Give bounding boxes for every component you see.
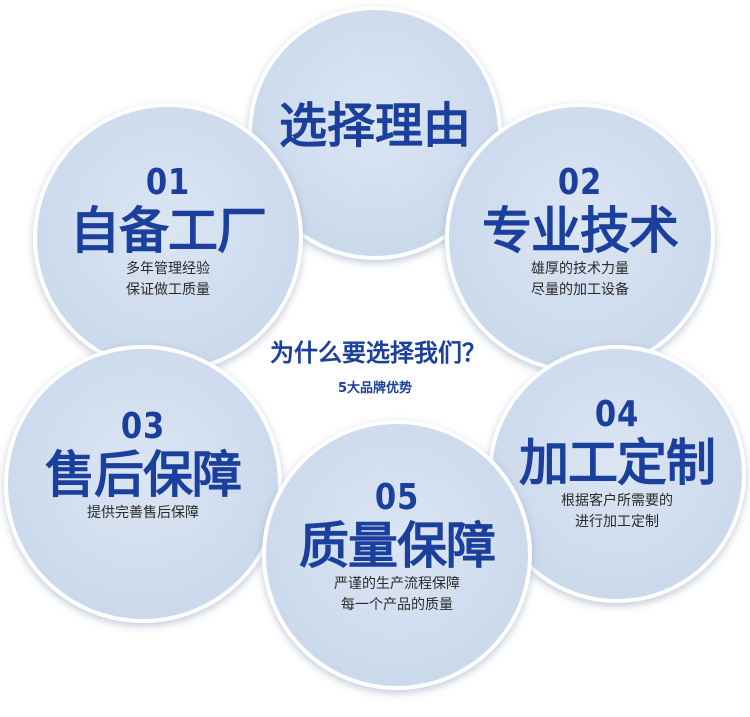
item-title: 加工定制 bbox=[519, 434, 716, 492]
circle-custom-processing: 04 加工定制 根据客户所需要的 进行加工定制 bbox=[488, 345, 746, 603]
item-number: 03 bbox=[120, 406, 166, 447]
item-number: 05 bbox=[374, 477, 420, 518]
item-number: 02 bbox=[557, 162, 603, 203]
item-desc-line: 进行加工定制 bbox=[575, 514, 659, 530]
item-number: 04 bbox=[594, 394, 640, 435]
item-desc-line: 尽量的加工设备 bbox=[531, 282, 629, 298]
item-desc-line: 严谨的生产流程保障 bbox=[334, 576, 460, 592]
item-title: 质量保障 bbox=[299, 517, 496, 575]
item-title: 自备工厂 bbox=[70, 202, 267, 260]
item-desc-line: 保证做工质量 bbox=[126, 282, 210, 298]
circle-own-factory: 01 自备工厂 多年管理经验 保证做工质量 bbox=[33, 103, 303, 373]
center-question: 为什么要选择我们？ bbox=[270, 339, 486, 367]
item-title: 售后保障 bbox=[45, 446, 242, 504]
center-subtitle: 5大品牌优势 bbox=[337, 381, 413, 396]
item-desc-line: 提供完善售后保障 bbox=[87, 505, 199, 521]
item-title: 专业技术 bbox=[482, 202, 679, 260]
circle-quality-assurance: 05 质量保障 严谨的生产流程保障 每一个产品的质量 bbox=[262, 420, 532, 690]
item-desc-line: 雄厚的技术力量 bbox=[531, 261, 629, 277]
circle-after-sales: 03 售后保障 提供完善售后保障 bbox=[4, 345, 282, 623]
item-desc-line: 每一个产品的质量 bbox=[341, 597, 453, 613]
circle-professional-tech: 02 专业技术 雄厚的技术力量 尽量的加工设备 bbox=[445, 103, 715, 373]
item-desc-line: 根据客户所需要的 bbox=[561, 493, 673, 509]
item-desc-line: 多年管理经验 bbox=[126, 261, 210, 277]
reason-title: 选择理由 bbox=[278, 98, 471, 154]
item-number: 01 bbox=[145, 162, 191, 203]
